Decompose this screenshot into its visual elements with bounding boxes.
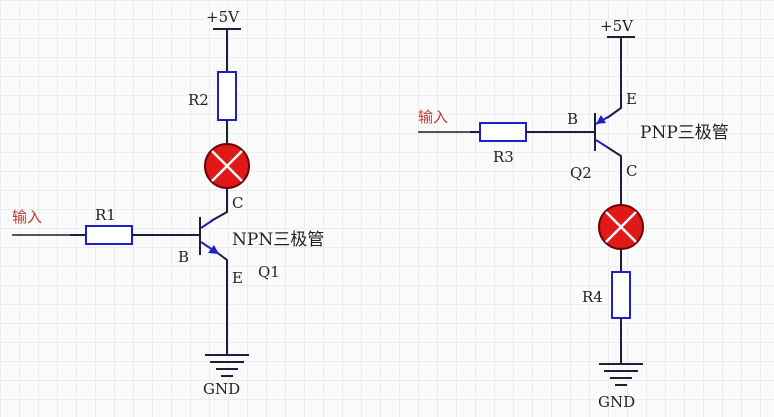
npn-r2-label: R2	[188, 91, 209, 109]
ground-icon	[205, 354, 249, 377]
pnp-vcc-label: +5V	[600, 17, 634, 35]
npn-circuit: +5V R2 C 输入 R1 B NPN三极管 Q	[12, 8, 324, 398]
power-rail-icon	[213, 28, 241, 72]
resistor-icon	[611, 271, 631, 319]
resistor-icon	[217, 71, 237, 121]
npn-e-label: E	[232, 269, 243, 287]
pnp-q2-label: Q2	[570, 164, 592, 182]
ground-icon	[599, 363, 643, 386]
npn-vcc-label: +5V	[206, 8, 240, 26]
npn-input-label: 输入	[12, 208, 42, 226]
pnp-title: PNP三极管	[640, 123, 729, 143]
resistor-icon	[85, 225, 133, 245]
lamp-icon	[598, 204, 644, 250]
npn-title: NPN三极管	[232, 230, 324, 250]
npn-b-label: B	[178, 248, 189, 266]
pnp-c-label: C	[626, 162, 637, 180]
pnp-circuit: +5V E 输入 R3 B PNP三极管 Q2 C	[418, 17, 729, 411]
pnp-gnd-label: GND	[598, 393, 635, 411]
npn-q1-label: Q1	[258, 263, 280, 281]
npn-transistor-icon	[196, 217, 220, 255]
pnp-r4-label: R4	[582, 288, 603, 306]
resistor-icon	[479, 122, 527, 142]
pnp-b-label: B	[567, 110, 578, 128]
pnp-input-label: 输入	[418, 108, 448, 126]
npn-gnd-label: GND	[203, 380, 240, 398]
npn-r1-label: R1	[95, 206, 116, 224]
lamp-icon	[204, 143, 250, 189]
pnp-r3-label: R3	[493, 148, 514, 166]
pnp-transistor-icon	[594, 113, 609, 151]
power-rail-icon	[607, 36, 635, 97]
pnp-e-label: E	[626, 90, 637, 108]
npn-c-label: C	[232, 194, 243, 212]
